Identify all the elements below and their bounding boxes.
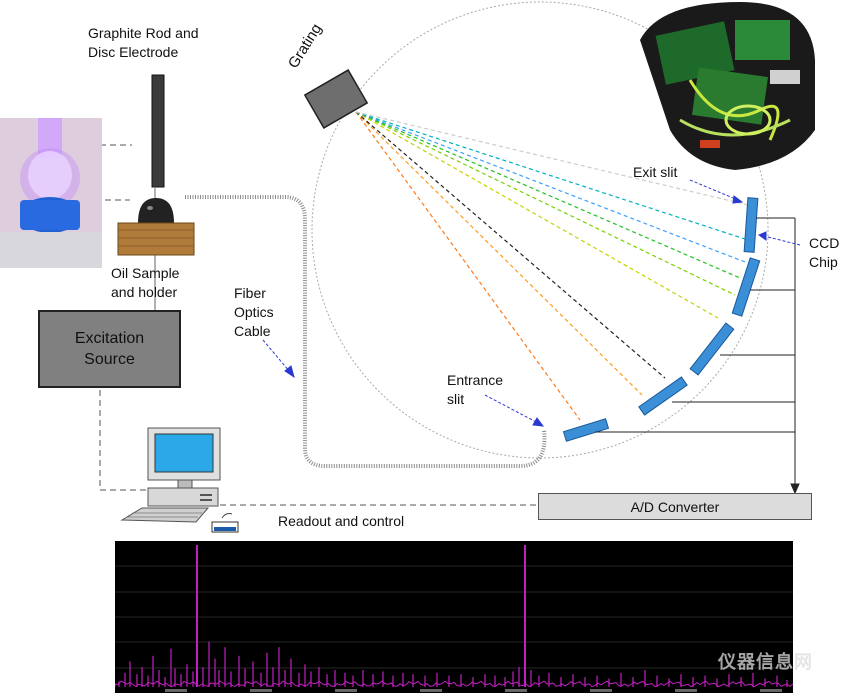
readout-label: Readout and control <box>278 513 405 529</box>
circuit-board-photo <box>640 2 815 170</box>
flame-photo <box>0 118 102 268</box>
emission-spectrum <box>115 541 793 693</box>
spectrum-axis-tick <box>760 689 782 692</box>
excitation-source-box: Excitation Source <box>38 310 181 388</box>
graphite-rod <box>151 74 165 188</box>
fiber-optic-cable <box>185 195 547 468</box>
ccd-chip-2 <box>731 257 761 317</box>
computer-icon <box>120 427 239 533</box>
spectrum-axis-tick <box>420 689 442 692</box>
ccd-chip-4 <box>638 376 688 416</box>
ccd-chip-label: CCD Chip <box>809 235 840 270</box>
exit-slit-label: Exit slit <box>633 164 678 180</box>
spectrum-axis-tick <box>590 689 612 692</box>
ad-converter-box: A/D Converter <box>538 493 812 520</box>
entrance-slit-label: Entrance slit <box>447 372 504 407</box>
pointer-arrows <box>262 179 801 427</box>
ccd-chip-3 <box>689 322 735 376</box>
sample-holder <box>117 222 195 256</box>
fiber-optics-label: Fiber Optics Cable <box>234 285 274 339</box>
spectrum-baseline <box>115 680 793 688</box>
watermark: 仪器信息网 <box>718 652 813 672</box>
spectrum-axis-tick <box>165 689 187 692</box>
disc-electrode <box>138 198 174 223</box>
spectrum-axis-tick <box>335 689 357 692</box>
ccd-chip-1 <box>743 197 759 253</box>
ccd-wiring <box>595 217 800 495</box>
electrode-label: Graphite Rod and Disc Electrode <box>88 25 199 60</box>
ccd-detector-array <box>562 197 761 442</box>
spectrum-axis-tick <box>250 689 272 692</box>
spectrum-axis-tick <box>675 689 697 692</box>
oil-sample-label: Oil Sample and holder <box>111 265 180 300</box>
diffracted-rays <box>355 111 749 421</box>
grating <box>303 69 369 129</box>
spectrum-axis-tick <box>505 689 527 692</box>
ccd-chip-5 <box>562 418 610 442</box>
